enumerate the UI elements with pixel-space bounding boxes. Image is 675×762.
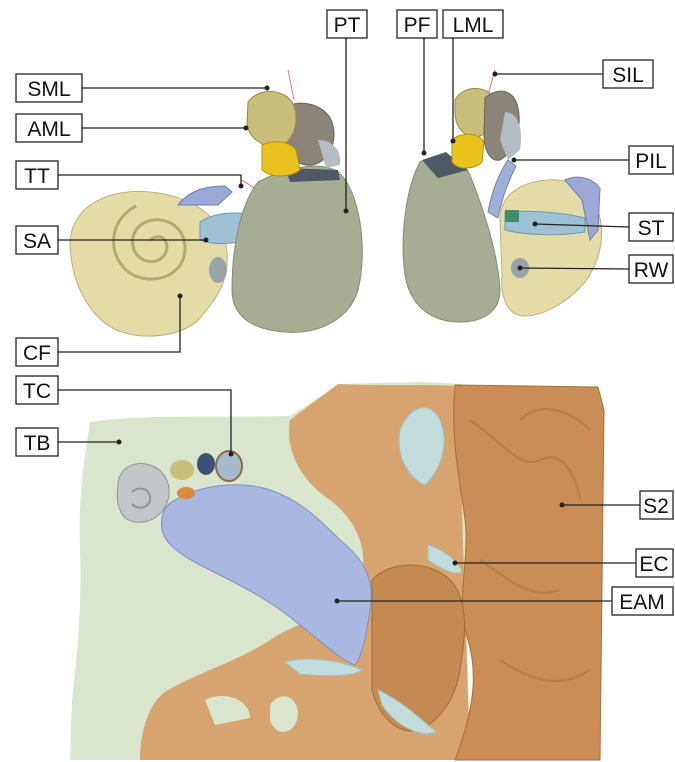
label-ec-text: EC [639,553,668,576]
label-aml-text: AML [27,118,70,141]
label-rw: RW [629,255,673,283]
lml-dot [451,139,456,144]
top-right-lateral-view [403,70,601,322]
label-pt: PT [327,10,367,38]
sml-ligament-line [288,70,294,100]
label-lml: LML [443,10,503,38]
label-sml: SML [16,74,82,102]
pt-dot [344,209,349,214]
label-sil: SIL [603,60,653,88]
label-sml-text: SML [27,78,70,101]
tt-dot [239,184,244,189]
cochlea-left [70,191,227,336]
label-sa-text: SA [23,230,51,253]
label-tb-text: TB [24,432,51,455]
label-pil: PIL [629,146,673,174]
tb-dot [117,440,122,445]
label-pf: PF [397,10,437,38]
label-s2-text: S2 [643,495,669,518]
label-pt-text: PT [334,14,361,37]
label-rw-text: RW [634,259,669,282]
pil-dot [512,158,517,163]
label-sa: SA [16,226,58,254]
pf-dot [422,151,427,156]
label-tc-text: TC [23,380,51,403]
label-ec: EC [636,549,673,577]
sa-dot [204,238,209,243]
label-eam: EAM [612,587,673,615]
label-cf-text: CF [23,342,51,365]
eam-dot [335,599,340,604]
s2-dot [560,503,565,508]
tc-dot [229,452,234,457]
label-aml: AML [16,114,82,142]
cf-dot [178,294,183,299]
label-st: ST [629,213,673,241]
label-pil-text: PIL [635,150,667,173]
label-tt-text: TT [24,165,50,188]
label-s2: S2 [640,491,673,519]
ligament-yellow-right [452,134,484,168]
sil-dot [493,72,498,77]
malleus-left [247,92,296,147]
label-tb: TB [16,428,58,456]
aml-dot [244,126,249,131]
mini-stapes [177,487,195,499]
bottom-full-model [70,382,604,760]
mini-incus [197,453,215,475]
sml-dot [265,86,270,91]
vestibule-edge-left [178,186,232,205]
label-lml-text: LML [453,14,494,37]
stapes-tendon-right [505,210,519,222]
label-tt: TT [16,161,58,189]
ec-dot [453,561,458,566]
label-cf: CF [16,338,58,366]
label-sil-text: SIL [612,64,644,87]
top-left-medial-view [70,70,362,336]
label-pf-text: PF [404,14,431,37]
label-tc: TC [16,376,58,404]
st-dot [533,222,538,227]
mini-malleus [170,460,194,480]
tympanic-membrane-left [232,166,362,332]
rw-dot [518,266,523,271]
sigmoid-block [454,385,604,760]
label-eam-text: EAM [619,591,665,614]
tympanic-membrane-right [403,157,500,322]
tt-leader [58,175,241,186]
round-window-left [209,257,227,283]
label-st-text: ST [638,217,665,240]
